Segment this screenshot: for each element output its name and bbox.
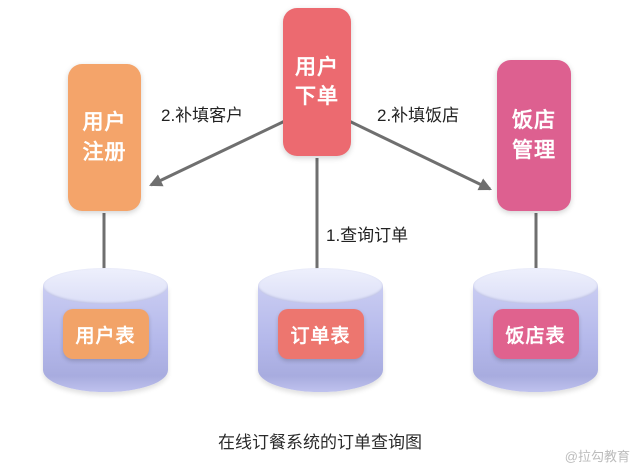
- node-user-register: 用户 注册: [68, 64, 141, 211]
- datastore-restaurant-table-label: 饭店表: [505, 325, 566, 347]
- edge-label-fill-restaurant: 2.补填饭店: [377, 106, 460, 125]
- edge-label-fill-customer: 2.补填客户: [161, 106, 244, 125]
- datastore-restaurant-table: 饭店表: [492, 309, 579, 359]
- datastore-user-cylinder: 用户表: [43, 268, 168, 392]
- node-restaurant-manage-label: 饭店 管理: [512, 109, 556, 162]
- diagram-caption: 在线订餐系统的订单查询图: [218, 433, 422, 452]
- node-user-order-label: 用户 下单: [295, 55, 339, 108]
- datastore-restaurant-cylinder: 饭店表: [473, 268, 598, 392]
- node-user-register-label: 用户 注册: [82, 111, 127, 164]
- datastore-user-table: 用户表: [62, 309, 149, 359]
- datastore-order-table-label: 订单表: [290, 325, 351, 347]
- node-restaurant-manage: 饭店 管理: [497, 60, 571, 211]
- arrow-order-to-restaurant: [348, 119, 492, 191]
- cylinder-top: [473, 268, 598, 304]
- edge-label-query-order: 1.查询订单: [326, 226, 409, 245]
- datastore-order-table: 订单表: [277, 309, 364, 359]
- watermark-text: @拉勾教育: [564, 449, 630, 464]
- cylinder-top: [43, 268, 168, 304]
- node-user-order: 用户 下单: [283, 8, 351, 156]
- datastore-user-table-label: 用户表: [75, 325, 136, 347]
- datastore-order-cylinder: 订单表: [258, 268, 383, 392]
- arrow-order-to-register: [149, 118, 288, 187]
- cylinder-top: [258, 268, 383, 304]
